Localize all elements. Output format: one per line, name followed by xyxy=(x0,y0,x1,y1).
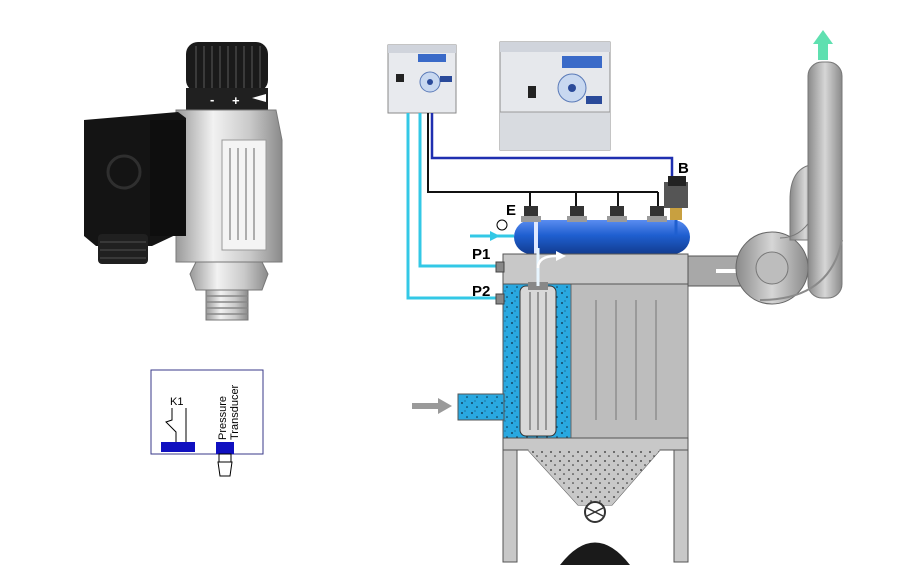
pressure-tubes xyxy=(406,113,674,300)
pressure-label: Pressure xyxy=(217,396,229,440)
compressed-air-tank xyxy=(470,218,690,256)
label-p1: P1 xyxy=(472,246,490,263)
transducer-label: Transducer xyxy=(229,384,241,440)
outlet-arrow-icon xyxy=(818,42,828,60)
dial-plus-mark: + xyxy=(232,93,240,108)
pressure-gauge-icon xyxy=(496,219,508,231)
collector-housing xyxy=(412,248,689,565)
pressure-switch-b xyxy=(664,176,688,236)
label-e: E xyxy=(506,202,516,219)
exhaust-system xyxy=(687,30,843,305)
switch-schematic: K1 Pressure Transducer xyxy=(150,369,264,477)
label-b: B xyxy=(678,160,689,177)
solenoid-valves xyxy=(521,206,667,222)
pressure-switch-photo: - + xyxy=(84,42,283,321)
label-p2: P2 xyxy=(472,283,490,300)
controller-large xyxy=(499,41,611,151)
dial-minus-mark: - xyxy=(210,92,214,107)
k1-label: K1 xyxy=(170,396,183,408)
controller-small xyxy=(387,44,457,114)
connector-logo-icon xyxy=(106,154,142,190)
